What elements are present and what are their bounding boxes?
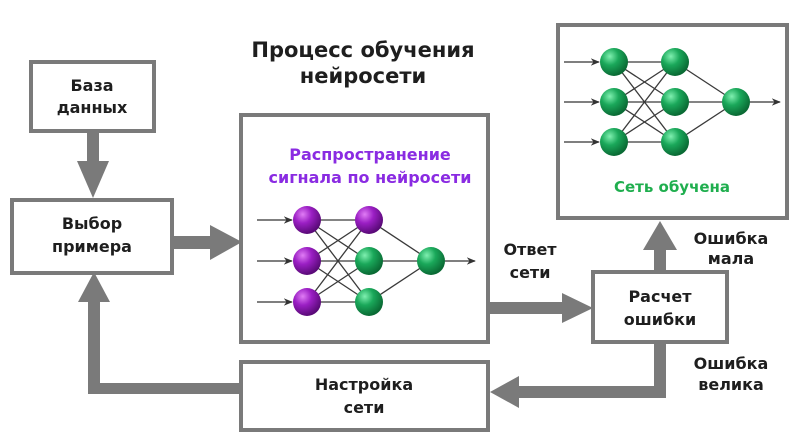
trained-network <box>564 48 781 156</box>
arrow-select-to-propagation <box>172 225 242 260</box>
arrow-tuning-to-select <box>78 272 243 394</box>
select-example-label-line1: Выбор <box>62 214 122 233</box>
network-answer-label-line1: Ответ <box>503 240 557 259</box>
neuron-purple <box>355 206 383 234</box>
neuron-green <box>355 288 383 316</box>
connection-line <box>306 219 370 303</box>
neuron-green <box>600 88 628 116</box>
neuron-green <box>355 247 383 275</box>
propagation-label-line2: сигнала по нейросети <box>269 168 472 187</box>
error-calc-box <box>591 270 729 344</box>
neuron-purple <box>293 206 321 234</box>
neuron-green <box>417 247 445 275</box>
flow-arrows <box>77 133 677 408</box>
tuning-label-line2: сети <box>344 398 385 417</box>
trained-network-box <box>556 23 789 220</box>
error-small-label-line2: мала <box>708 249 754 268</box>
neuron-purple <box>293 288 321 316</box>
propagation-network <box>257 206 476 316</box>
neuron-green <box>722 88 750 116</box>
error-calc-label-line2: ошибки <box>624 310 696 329</box>
trained-network-label: Сеть обучена <box>614 178 730 196</box>
select-example-label-line2: примера <box>52 237 132 256</box>
arrow-propagation-to-error <box>488 293 593 323</box>
neuron-green <box>600 48 628 76</box>
database-label-line2: данных <box>57 98 128 117</box>
error-small-label-line1: Ошибка <box>694 229 769 248</box>
connection-line <box>613 61 676 143</box>
error-calc-label-line1: Расчет <box>628 287 692 306</box>
diagram-title-line2: нейросети <box>300 64 427 88</box>
diagram-title-line1: Процесс обучения <box>251 38 474 62</box>
neuron-green <box>661 88 689 116</box>
neuron-purple <box>293 247 321 275</box>
propagation-label-line1: Распространение <box>289 145 451 164</box>
arrow-error-to-tuning <box>490 342 666 408</box>
neuron-green <box>661 48 689 76</box>
network-answer-label-line2: сети <box>510 263 551 282</box>
arrow-database-to-select <box>77 133 109 198</box>
neuron-green <box>600 128 628 156</box>
select-example-box <box>10 198 174 275</box>
error-large-label-line2: велика <box>698 375 764 394</box>
database-label-line1: База <box>70 76 113 95</box>
arrow-error-to-trained <box>643 221 677 272</box>
database-box <box>29 60 156 133</box>
tuning-label-line1: Настройка <box>315 375 413 394</box>
tuning-box <box>239 360 490 432</box>
error-large-label-line1: Ошибка <box>694 354 769 373</box>
neuron-green <box>661 128 689 156</box>
